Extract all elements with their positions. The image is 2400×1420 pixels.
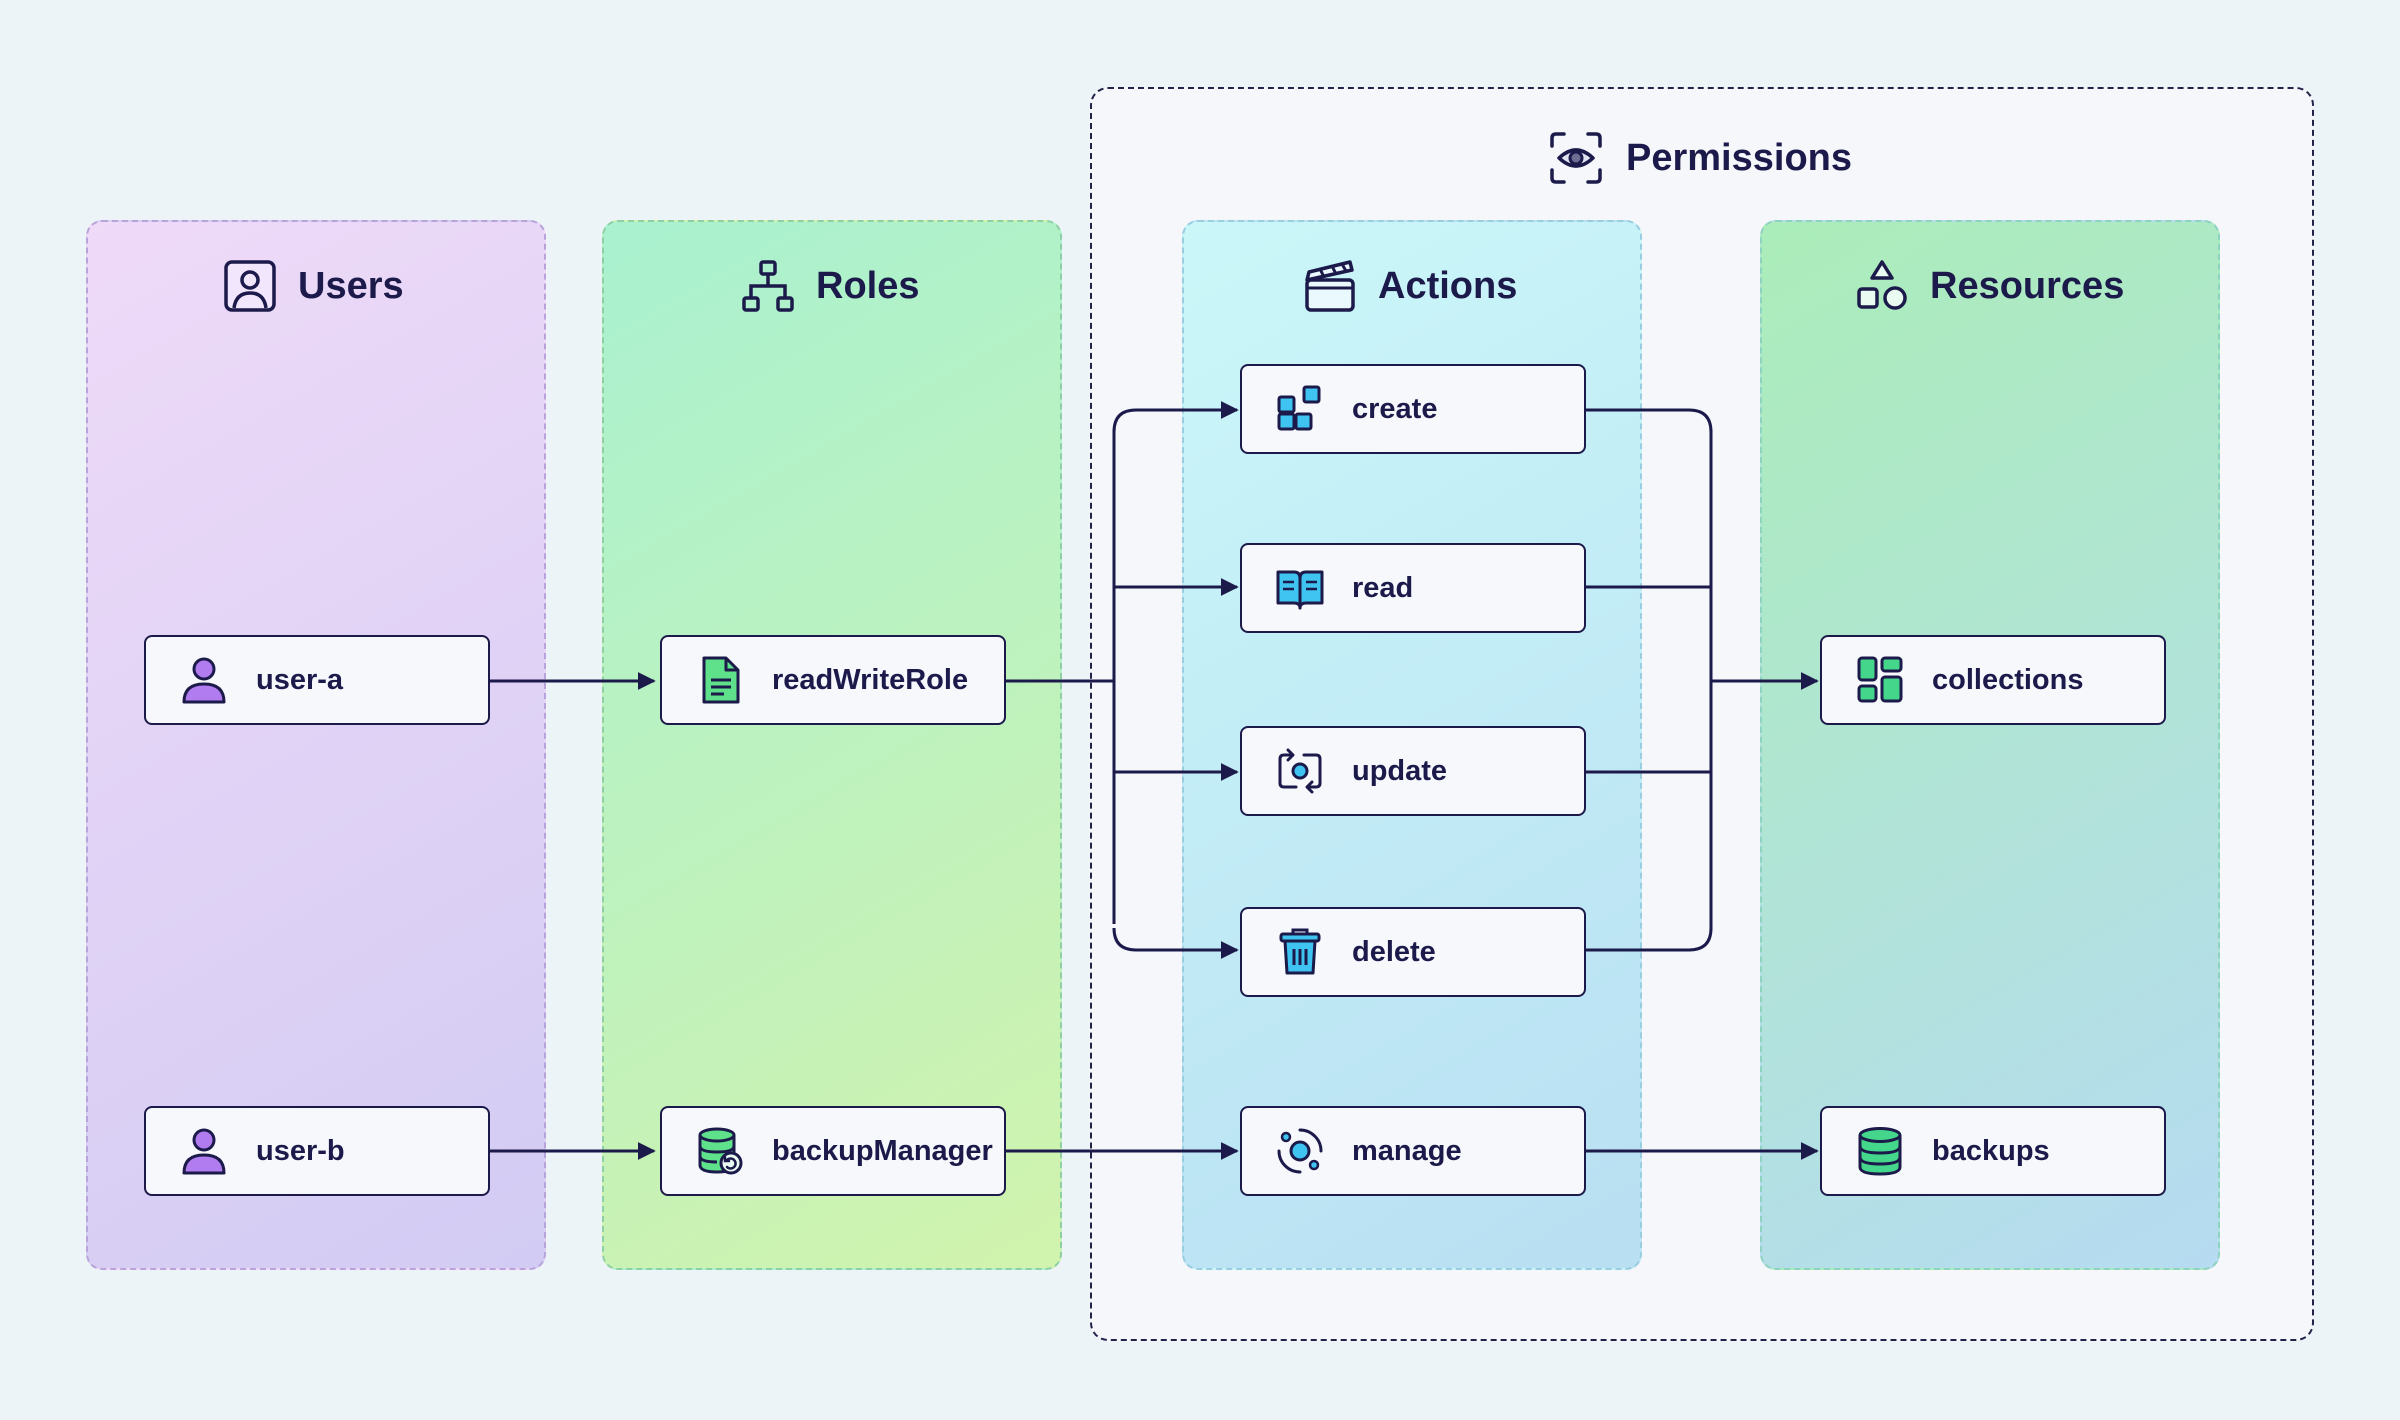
user-icon <box>182 657 226 704</box>
document-icon <box>702 656 740 704</box>
hierarchy-icon <box>742 260 794 312</box>
refresh-icon <box>1278 748 1322 794</box>
actions-title: Actions <box>1378 264 1518 307</box>
node-label: backupManager <box>772 1134 993 1167</box>
node-readwriterole[interactable]: readWriteRole <box>660 635 1006 725</box>
resources-header: Resources <box>1854 254 2124 318</box>
roles-header: Roles <box>740 254 919 318</box>
node-label: user-b <box>256 1134 345 1167</box>
node-create[interactable]: create <box>1240 364 1586 454</box>
eye-scan-icon <box>1550 132 1602 184</box>
users-column <box>86 220 546 1270</box>
node-label: manage <box>1352 1134 1462 1167</box>
clapperboard-icon <box>1305 260 1355 312</box>
actions-header: Actions <box>1302 254 1517 318</box>
trash-icon <box>1279 928 1321 975</box>
node-label: create <box>1352 392 1438 425</box>
permissions-title: Permissions <box>1626 136 1852 179</box>
book-icon <box>1276 570 1324 610</box>
users-title: Users <box>298 264 404 307</box>
node-user-a[interactable]: user-a <box>144 635 490 725</box>
resources-title: Resources <box>1930 264 2125 307</box>
node-label: backups <box>1932 1134 2050 1167</box>
node-delete[interactable]: delete <box>1240 907 1586 997</box>
user-square-icon <box>224 260 276 312</box>
node-user-b[interactable]: user-b <box>144 1106 490 1196</box>
permissions-header: Permissions <box>1548 126 1852 190</box>
database-icon <box>1858 1127 1902 1176</box>
node-label: collections <box>1932 663 2084 696</box>
node-manage[interactable]: manage <box>1240 1106 1586 1196</box>
resources-column <box>1760 220 2220 1270</box>
node-label: delete <box>1352 935 1436 968</box>
roles-column <box>602 220 1062 1270</box>
roles-title: Roles <box>816 264 920 307</box>
node-backups[interactable]: backups <box>1820 1106 2166 1196</box>
node-read[interactable]: read <box>1240 543 1586 633</box>
users-header: Users <box>222 254 404 318</box>
node-label: update <box>1352 754 1448 787</box>
orbit-icon <box>1277 1128 1323 1174</box>
database-restore-icon <box>698 1127 743 1175</box>
node-label: readWriteRole <box>772 663 969 696</box>
node-backupmanager[interactable]: backupManager <box>660 1106 1006 1196</box>
node-collections[interactable]: collections <box>1820 635 2166 725</box>
node-update[interactable]: update <box>1240 726 1586 816</box>
grid-icon <box>1857 656 1903 703</box>
shapes-icon <box>1857 260 1907 310</box>
blocks-add-icon <box>1277 385 1321 431</box>
user-icon <box>182 1128 226 1175</box>
node-label: read <box>1352 571 1414 604</box>
node-label: user-a <box>256 663 344 696</box>
